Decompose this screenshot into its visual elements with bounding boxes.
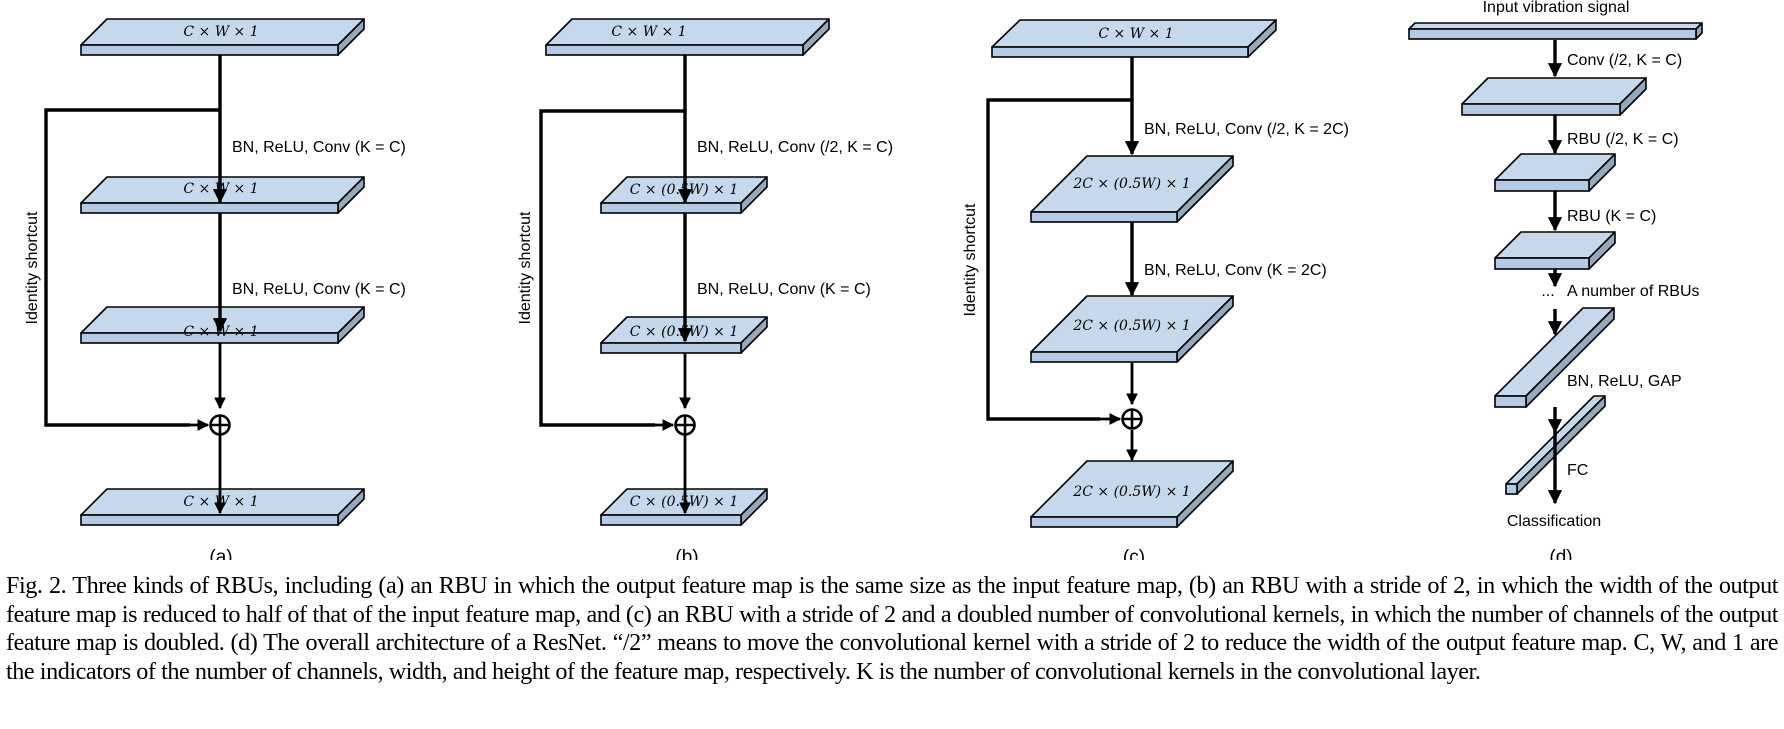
- rbu-diagram: C × W × 1 C × W × 1 C × W × 1 C × W × 1 …: [24, 0, 1703, 560]
- feature-map-slab: [545, 18, 830, 56]
- slab-front-face: [991, 46, 1249, 58]
- slab-front-face: [1030, 351, 1178, 363]
- panel-c: C × W × 1 2C × (0.5W) × 1 2C × (0.5W) × …: [962, 26, 1349, 560]
- feature-map-slab: [1030, 155, 1234, 223]
- operation-label: BN, ReLU, Conv (K = 2C): [1144, 262, 1327, 279]
- slab-front-face: [80, 44, 339, 56]
- operation-label: BN, ReLU, Conv (K = C): [697, 281, 871, 298]
- feature-map-slab: [1494, 307, 1615, 408]
- slab-front-face: [1030, 211, 1178, 223]
- feature-map-slab: [1494, 153, 1616, 192]
- feature-map-label: C × W × 1: [183, 181, 258, 197]
- feature-map-slab: [1030, 295, 1234, 363]
- operation-label: FC: [1567, 462, 1588, 479]
- operation-label: RBU (/2, K = C): [1567, 131, 1679, 148]
- slab-front-face: [600, 202, 742, 214]
- slab-front-face: [545, 44, 804, 56]
- panel-d: Input vibration signal Conv (/2, K = C) …: [1483, 0, 1700, 560]
- subfigure-label: (b): [675, 547, 698, 560]
- slab-side-face: [1516, 395, 1606, 495]
- feature-map-label: 2C × (0.5W) × 1: [1072, 176, 1190, 192]
- operation-label: BN, ReLU, Conv (K = C): [232, 139, 406, 156]
- feature-map-label: C × (0.5W) × 1: [630, 324, 738, 340]
- slab-front-face: [1494, 179, 1590, 192]
- shortcut-label: Identity shortcut: [24, 211, 41, 325]
- feature-map-slab: [1494, 231, 1616, 270]
- feature-map-slab: [80, 18, 365, 56]
- slab-front-face: [1494, 257, 1590, 270]
- slab-front-face: [80, 514, 339, 526]
- slab-front-face: [1505, 483, 1518, 495]
- feature-map-label: C × (0.5W) × 1: [630, 494, 738, 510]
- operation-label: A number of RBUs: [1567, 283, 1700, 300]
- connector-line: [44, 108, 220, 427]
- connector-line: [539, 109, 685, 427]
- slab-front-face: [80, 202, 339, 214]
- operation-label: RBU (K = C): [1567, 208, 1656, 225]
- feature-map-label: C × W × 1: [183, 24, 258, 40]
- feature-map-label: 2C × (0.5W) × 1: [1072, 318, 1190, 334]
- feature-map-slab: [991, 19, 1277, 58]
- feature-map-label: C × W × 1: [183, 494, 258, 510]
- slab-front-face: [1461, 103, 1621, 116]
- feature-map-slab: [1408, 22, 1703, 40]
- slab-top-face: [1408, 22, 1703, 30]
- feature-map-label: C × (0.5W) × 1: [630, 182, 738, 198]
- figure-caption: Fig. 2. Three kinds of RBUs, including (…: [6, 572, 1778, 685]
- feature-map-slab: [1030, 460, 1234, 528]
- feature-map-label: 2C × (0.5W) × 1: [1072, 484, 1190, 500]
- slab-front-face: [1408, 28, 1697, 40]
- slab-front-face: [600, 342, 742, 354]
- operation-label: BN, ReLU, GAP: [1567, 373, 1682, 390]
- slab-top-face: [1461, 77, 1647, 105]
- panel-b: C × W × 1 C × (0.5W) × 1 C × (0.5W) × 1 …: [517, 24, 893, 560]
- feature-map-label: C × W × 1: [183, 324, 258, 340]
- input-label: Input vibration signal: [1483, 0, 1630, 16]
- shortcut-label: Identity shortcut: [962, 203, 979, 317]
- feature-map-slab: [80, 488, 365, 526]
- slab-front-face: [80, 332, 339, 344]
- feature-map-slab: [1461, 77, 1647, 116]
- slab-front-face: [1494, 395, 1527, 408]
- ellipsis-label: ...: [1541, 283, 1554, 300]
- operation-label: BN, ReLU, Conv (K = C): [232, 281, 406, 298]
- feature-map-label: C × W × 1: [611, 24, 686, 40]
- slab-top-face: [545, 18, 830, 46]
- subfigure-label: (a): [209, 547, 232, 560]
- operation-label: Conv (/2, K = C): [1567, 52, 1682, 69]
- subfigure-label: (c): [1123, 547, 1145, 560]
- operation-label: BN, ReLU, Conv (/2, K = C): [697, 139, 893, 156]
- subfigure-label: (d): [1549, 547, 1572, 560]
- feature-map-label: C × W × 1: [1098, 26, 1173, 42]
- slab-front-face: [1030, 516, 1178, 528]
- shortcut-label: Identity shortcut: [517, 211, 534, 325]
- output-label: Classification: [1507, 513, 1601, 530]
- operation-label: BN, ReLU, Conv (/2, K = 2C): [1144, 121, 1349, 138]
- slab-front-face: [600, 514, 742, 526]
- panel-a: C × W × 1 C × W × 1 C × W × 1 C × W × 1 …: [24, 24, 406, 560]
- connector-line: [986, 98, 1132, 421]
